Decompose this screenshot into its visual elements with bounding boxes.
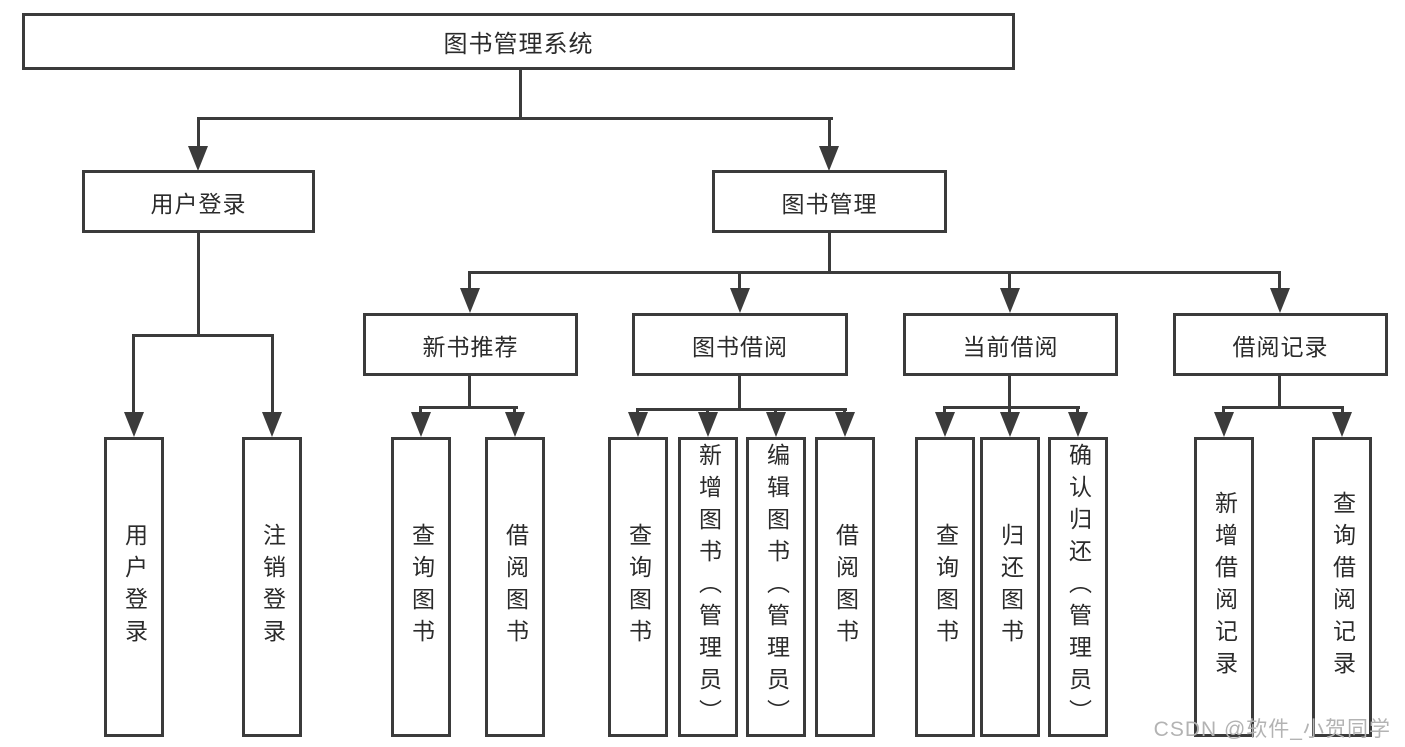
node-label: 图书借阅 [692, 333, 788, 360]
node-label: 图书管理系统 [443, 31, 594, 58]
connector-line [1222, 406, 1344, 409]
leaf-label: 查询图书 [625, 523, 652, 651]
connector-line [738, 271, 741, 291]
arrowhead-icon [188, 146, 208, 171]
connector-line [132, 334, 135, 414]
connector-line [468, 271, 1281, 274]
node-library-system: 图书管理系统 [22, 13, 1015, 70]
node-label: 借阅记录 [1232, 333, 1329, 360]
connector-line [197, 117, 833, 120]
leaf-query-borrow-record: 查询借阅记录 [1312, 437, 1372, 737]
leaf-label: 编辑图书（管理员） [763, 443, 790, 731]
arrowhead-icon [698, 412, 718, 437]
leaf-label: 查询借阅记录 [1329, 491, 1356, 683]
leaf-add-borrow-record: 新增借阅记录 [1194, 437, 1254, 737]
node-book-borrow: 图书借阅 [632, 313, 848, 376]
arrowhead-icon [1068, 412, 1088, 437]
connector-line [828, 117, 831, 149]
connector-line [1278, 375, 1281, 409]
leaf-label: 新增图书（管理员） [695, 443, 722, 731]
arrowhead-icon [628, 412, 648, 437]
connector-line [1278, 271, 1281, 291]
arrowhead-icon [835, 412, 855, 437]
arrowhead-icon [124, 412, 144, 437]
arrowhead-icon [1270, 288, 1290, 313]
connector-line [1008, 271, 1011, 291]
leaf-label: 新增借阅记录 [1211, 491, 1238, 683]
csdn-watermark: CSDN @软件_小贺同学 [1153, 718, 1391, 741]
leaf-add-book-admin: 新增图书（管理员） [678, 437, 738, 737]
connector-line [271, 334, 274, 414]
connector-line [197, 232, 200, 336]
arrowhead-icon [1332, 412, 1352, 437]
leaf-label: 借阅图书 [502, 523, 529, 651]
arrowhead-icon [1000, 412, 1020, 437]
connector-line [636, 408, 847, 411]
leaf-query-book-recommend: 查询图书 [391, 437, 451, 737]
leaf-borrow-book-recommend: 借阅图书 [485, 437, 545, 737]
connector-line [419, 406, 518, 409]
connector-line [197, 117, 200, 149]
arrowhead-icon [460, 288, 480, 313]
connector-line [132, 334, 274, 337]
connector-line [1341, 406, 1344, 416]
leaf-user-login: 用户登录 [104, 437, 164, 737]
leaf-label: 确认归还（管理员） [1065, 443, 1092, 731]
connector-line [1076, 406, 1079, 416]
arrowhead-icon [935, 412, 955, 437]
connector-line [1222, 406, 1225, 416]
leaf-edit-book-admin: 编辑图书（管理员） [746, 437, 806, 737]
connector-line [738, 375, 741, 411]
leaf-confirm-return-admin: 确认归还（管理员） [1048, 437, 1108, 737]
node-borrow-records: 借阅记录 [1173, 313, 1388, 376]
arrowhead-icon [730, 288, 750, 313]
node-label: 用户登录 [150, 190, 247, 217]
connector-line [513, 406, 516, 416]
leaf-logout: 注销登录 [242, 437, 302, 737]
node-label: 新书推荐 [422, 333, 519, 360]
node-current-borrow: 当前借阅 [903, 313, 1118, 376]
arrowhead-icon [411, 412, 431, 437]
node-label: 图书管理 [781, 190, 878, 217]
arrowhead-icon [1214, 412, 1234, 437]
node-book-management: 图书管理 [712, 170, 947, 233]
connector-line [419, 406, 422, 416]
connector-line [519, 69, 522, 118]
node-new-book-recommend: 新书推荐 [363, 313, 578, 376]
arrowhead-icon [819, 146, 839, 171]
arrowhead-icon [262, 412, 282, 437]
leaf-label: 查询图书 [408, 523, 435, 651]
leaf-return-book: 归还图书 [980, 437, 1040, 737]
connector-line [1008, 406, 1011, 416]
leaf-query-book-borrow: 查询图书 [608, 437, 668, 737]
leaf-borrow-book: 借阅图书 [815, 437, 875, 737]
leaf-label: 用户登录 [121, 523, 148, 651]
connector-line [943, 406, 946, 416]
leaf-label: 查询图书 [932, 523, 959, 651]
connector-line [943, 406, 1080, 409]
connector-line [468, 375, 471, 409]
arrowhead-icon [505, 412, 525, 437]
connector-line [468, 271, 471, 291]
leaf-query-book-current: 查询图书 [915, 437, 975, 737]
leaf-label: 借阅图书 [832, 523, 859, 651]
arrowhead-icon [766, 412, 786, 437]
arrowhead-icon [1000, 288, 1020, 313]
connector-line [1008, 375, 1011, 409]
connector-line [828, 232, 831, 273]
leaf-label: 注销登录 [259, 523, 286, 651]
leaf-label: 归还图书 [997, 523, 1024, 651]
node-user-login: 用户登录 [82, 170, 315, 233]
node-label: 当前借阅 [962, 333, 1059, 360]
